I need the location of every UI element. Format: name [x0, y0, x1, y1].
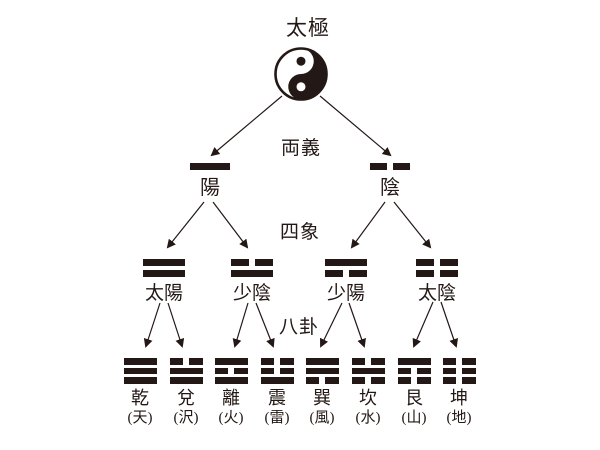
node-reading: (火)	[218, 409, 244, 426]
node-label: 兌	[177, 387, 195, 408]
yang-symbol	[190, 163, 230, 170]
node-label: 坎	[359, 387, 377, 408]
trigram-earth-symbol	[442, 358, 476, 384]
yinyang-icon	[274, 47, 328, 101]
node-label: 陽	[200, 177, 220, 199]
arrow	[440, 301, 459, 348]
node-label: 陰	[380, 177, 400, 199]
arrow	[319, 95, 392, 157]
section-label-hakke: 八卦	[278, 317, 319, 338]
node-reading: (雷)	[264, 409, 290, 426]
node-yang: 陽	[170, 163, 250, 198]
node-trigram-earth: 坤 (地)	[436, 358, 482, 426]
node-lesser-yin: 少陰	[210, 259, 294, 303]
lesser-yang-symbol	[325, 259, 367, 277]
taiji-label: 太極	[286, 16, 330, 40]
node-label: 太陰	[417, 282, 456, 304]
node-reading: (風)	[309, 409, 335, 426]
node-trigram-thunder: 震 (雷)	[254, 358, 300, 426]
node-label: 震	[268, 387, 286, 408]
section-label-ryogi: 両義	[280, 138, 321, 159]
arrow	[232, 302, 249, 348]
node-yin: 陰	[350, 163, 430, 198]
node-label: 太陽	[144, 282, 183, 304]
node-trigram-mountain: 艮 (山)	[391, 358, 437, 426]
trigram-water-symbol	[351, 358, 385, 384]
arrow	[255, 302, 275, 348]
arrow	[412, 301, 434, 348]
yin-symbol	[370, 163, 410, 170]
trigram-mountain-symbol	[397, 358, 431, 384]
section-label-shisho: 四象	[279, 222, 320, 243]
node-greater-yin: 太陰	[395, 259, 479, 303]
arrow	[166, 201, 205, 249]
lesser-yin-symbol	[231, 259, 273, 277]
node-trigram-water: 坎 (水)	[345, 358, 391, 426]
node-trigram-fire: 離 (火)	[208, 358, 254, 426]
greater-yin-symbol	[416, 259, 458, 277]
node-reading: (山)	[401, 409, 427, 426]
node-reading: (天)	[127, 409, 153, 426]
arrow-lines	[143, 95, 459, 348]
node-label: 少陽	[326, 282, 365, 304]
trigram-heaven-symbol	[123, 358, 157, 384]
greater-yang-symbol	[143, 259, 185, 277]
node-greater-yang: 太陽	[122, 259, 206, 303]
arrow	[210, 95, 283, 157]
arrow	[348, 302, 366, 348]
arrow	[320, 302, 343, 348]
node-label: 乾	[131, 387, 149, 408]
node-reading: (沢)	[173, 409, 199, 426]
arrow	[167, 302, 185, 348]
trigram-thunder-symbol	[260, 358, 294, 384]
node-label: 離	[222, 387, 240, 408]
node-label: 艮	[405, 387, 423, 408]
arrow	[350, 201, 386, 249]
arrow	[143, 302, 161, 348]
trigram-wind-symbol	[305, 358, 339, 384]
arrow	[393, 201, 432, 249]
node-trigram-heaven: 乾 (天)	[117, 358, 163, 426]
node-label: 巽	[313, 387, 331, 408]
node-reading: (地)	[446, 409, 472, 426]
trigram-fire-symbol	[214, 358, 248, 384]
node-reading: (水)	[355, 409, 381, 426]
node-trigram-lake: 兌 (沢)	[163, 358, 209, 426]
arrow	[212, 201, 249, 249]
node-trigram-wind: 巽 (風)	[299, 358, 345, 426]
trigram-lake-symbol	[169, 358, 203, 384]
node-lesser-yang: 少陽	[304, 259, 388, 303]
node-label: 少陰	[232, 282, 271, 304]
node-label: 坤	[450, 387, 468, 408]
